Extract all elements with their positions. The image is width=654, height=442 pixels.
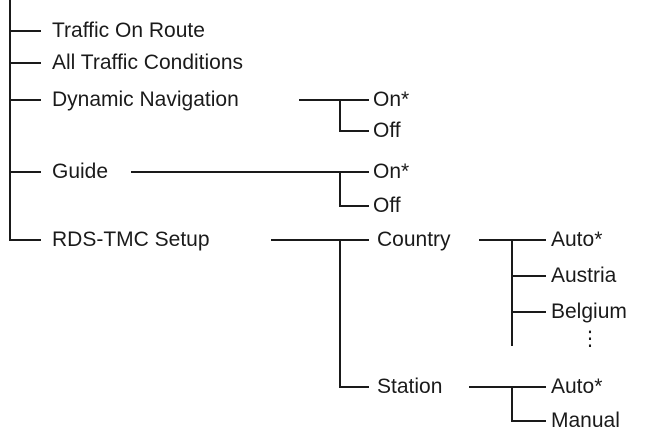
connector-station-manual bbox=[511, 386, 546, 422]
trunk-line bbox=[9, 0, 41, 241]
rds-submenu-station: Station bbox=[377, 375, 443, 398]
connector-rds-station bbox=[339, 239, 369, 388]
station-option-auto: Auto* bbox=[551, 375, 603, 398]
item-rds-tmc-setup: RDS-TMC Setup bbox=[52, 228, 210, 251]
item-guide: Guide bbox=[52, 160, 109, 183]
guide-option-on: On* bbox=[373, 160, 410, 183]
dynnav-option-on: On* bbox=[373, 88, 410, 111]
country-option-austria: Austria bbox=[551, 264, 617, 287]
country-more-ellipsis: ⋮ bbox=[580, 328, 600, 350]
country-option-auto: Auto* bbox=[551, 228, 603, 251]
connector-dynnav-off bbox=[339, 99, 369, 132]
station-option-manual: Manual bbox=[551, 409, 620, 432]
item-dynamic-navigation: Dynamic Navigation bbox=[52, 88, 239, 111]
country-option-belgium: Belgium bbox=[551, 300, 627, 323]
item-all-traffic-conditions: All Traffic Conditions bbox=[52, 51, 244, 74]
dynnav-option-off: Off bbox=[373, 119, 401, 142]
item-traffic-on-route: Traffic On Route bbox=[52, 19, 205, 42]
guide-option-off: Off bbox=[373, 194, 401, 217]
rds-submenu-country: Country bbox=[377, 228, 451, 251]
connector-guide-off bbox=[339, 171, 369, 207]
